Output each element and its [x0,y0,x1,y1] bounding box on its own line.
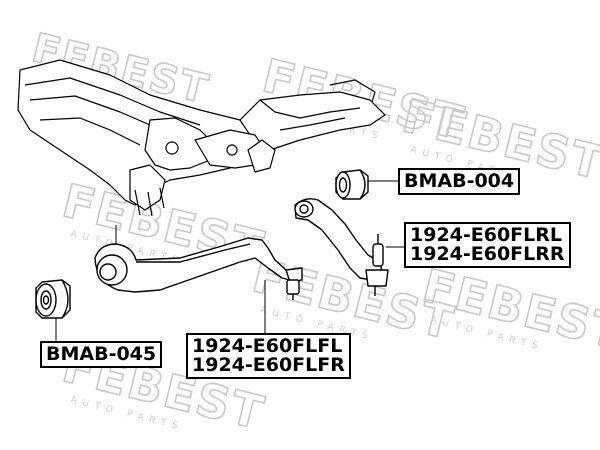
subframe-lower-bracket [129,164,166,211]
label-front-arm-right: 1924-E60FLFR [192,354,345,376]
label-rear-arm: 1924-E60FLRL 1924-E60FLRR [404,222,571,268]
label-bmab-004: BMAB-004 [398,168,521,195]
label-bmab-045: BMAB-045 [40,341,163,368]
front-control-arm [94,237,303,300]
mount-hole-1 [165,141,179,155]
label-bmab-004-text: BMAB-004 [404,170,515,192]
mount-hole-2 [226,144,238,156]
label-rear-arm-right: 1924-E60FLRR [410,243,565,265]
rear-control-arm [294,198,389,296]
label-front-arm-left: 1924-E60FLFL [192,335,343,357]
subframe-right-bracket [247,139,276,173]
label-front-arm: 1924-E60FLFL 1924-E60FLFR [186,333,351,379]
bushing-bmab-004 [335,169,369,200]
label-bmab-045-text: BMAB-045 [46,343,157,365]
subframe [17,59,386,217]
bushing-bmab-045 [35,279,71,319]
subframe-bracket [144,117,216,171]
label-rear-arm-left: 1924-E60FLRL [410,224,563,246]
